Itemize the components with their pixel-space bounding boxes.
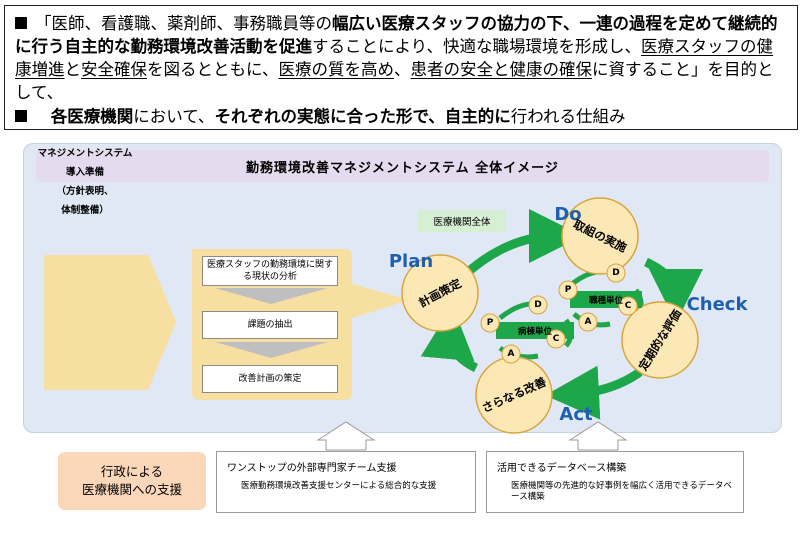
job-c-label: C [624,301,632,311]
ward-unit-label: 病棟単位 [517,326,552,337]
job-p-circle [558,280,578,300]
ward-c-label: C [552,334,560,344]
prep-stage-label: マネジメントシステム 導入準備 （方針表明、 体制整備） [37,148,133,216]
purpose-statement-box: 「医師、看護職、薬剤師、事務職員等の幅広い医療スタッフの協力の下、一連の過程を定… [4,5,798,130]
check-circle [621,301,699,379]
cycle-arrow-check-to-act [545,365,643,420]
down-arrow-icon [215,288,328,304]
job-c-circle [618,296,638,316]
purpose-line-2: 各医療機関において、それぞれの実態に合った形で、自主的に行われる仕組み [15,105,789,128]
step-improvement-plan: 改善計画の策定 [202,365,338,393]
ward-a-label: A [507,349,515,359]
database-title: 活用できるデータベース構築 [497,463,627,474]
do-circle [561,197,639,275]
job-d-label: D [612,268,620,278]
ward-a-circle [501,344,521,364]
expert-team-title: ワンストップの外部専門家チーム支援 [227,463,397,474]
government-support-label: 行政による 医療機関への支援 [58,452,206,510]
bullet-square-icon [15,110,27,122]
up-arrow-icon [568,421,628,451]
ward-d-circle [528,295,548,315]
bullet-square-icon [15,17,27,29]
job-a-label: A [584,317,592,327]
cycle-arrow-act-to-plan [420,305,479,373]
up-arrow-icon [316,421,376,451]
job-a-circle [578,312,598,332]
scope-label: 医療機関全体 [418,210,506,232]
database-support-box: 活用できるデータベース構築 医療機関等の先進的な好事例を幅広く活用できるデータベ… [486,451,744,513]
ward-p-circle [480,313,500,333]
ward-d-label: D [534,300,542,310]
job-d-circle [606,263,626,283]
diagram-title: 勤務環境改善マネジメントシステム 全体イメージ [36,150,769,182]
job-p-label: P [564,285,572,295]
job-unit-label: 職種単位 [588,295,623,306]
step-current-analysis: 医療スタッフの勤務環境に関する現状の分析 [202,256,338,286]
cycle-arrow-plan-to-do [465,209,583,276]
cycle-arrow-do-to-check [644,257,703,323]
step-issue-extraction: 課題の抽出 [202,311,338,339]
act-en-label: Act [559,403,593,425]
ward-c-circle [546,329,566,349]
expert-team-body: 医療勤務環境改善支援センターによる総合的な支援 [241,481,437,491]
expert-team-support-box: ワンストップの外部専門家チーム支援 医療勤務環境改善支援センターによる総合的な支… [216,451,476,513]
plan-en-label: Plan [388,250,434,272]
purpose-line-1: 「医師、看護職、薬剤師、事務職員等の幅広い医療スタッフの協力の下、一連の過程を定… [15,14,778,102]
database-body: 医療機関等の先進的な好事例を幅広く活用できるデータベース構築 [511,481,732,502]
down-arrow-icon [215,342,328,358]
prep-chevron-arrow [44,255,176,390]
plan-circle [401,254,479,332]
ward-p-label: P [486,318,494,328]
